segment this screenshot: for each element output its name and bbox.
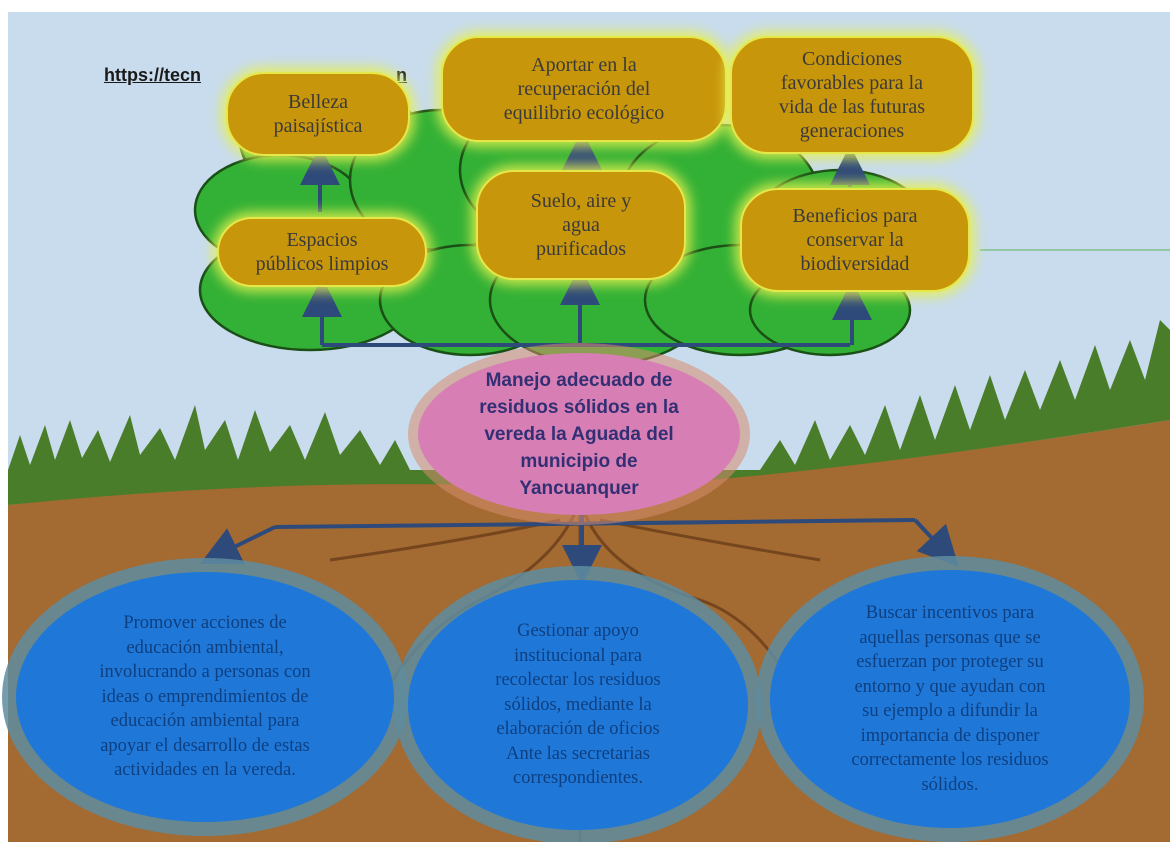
box-line: Ante las secretarias <box>506 743 650 764</box>
box-line: Gestionar apoyo <box>517 621 639 642</box>
box-buscar: Buscar incentivos para aquellas personas… <box>770 570 1130 828</box>
box-line: actividades en la vereda. <box>114 760 296 781</box>
box-line: su ejemplo a difundir la <box>862 701 1038 721</box>
box-line: esfuerzan por proteger su <box>856 652 1044 672</box>
source-url-label: https://tecn <box>104 65 201 86</box>
central-topic: Manejo adecuado de residuos sólidos en l… <box>418 353 740 515</box>
box-line: Espacios <box>286 229 358 251</box>
box-line: educación ambiental para <box>110 711 300 732</box>
center-line: vereda la Aguada del <box>484 423 674 445</box>
box-line: Condiciones <box>801 48 902 70</box>
box-line: Aportar en la <box>531 54 637 76</box>
box-line: biodiversidad <box>800 253 910 275</box>
center-line: municipio de <box>520 450 638 472</box>
box-line: Belleza <box>288 91 348 113</box>
url-text: https://tecn <box>104 65 201 85</box>
box-line: equilibrio ecológico <box>503 102 665 124</box>
box-line: involucrando a personas con <box>99 662 311 683</box>
box-line: Promover acciones de <box>123 613 287 634</box>
box-line: correspondientes. <box>513 768 643 789</box>
box-line: sólidos, mediante la <box>504 694 652 715</box>
box-line: Suelo, aire y <box>530 190 632 212</box>
box-line: aquellas personas que se <box>859 627 1041 648</box>
box-line: recolectar los residuos <box>495 670 661 691</box>
url-tail-text: n <box>396 65 407 85</box>
box-line: recuperación del <box>517 78 651 100</box>
center-line: Manejo adecuado de <box>485 369 673 391</box>
box-promover: Promover acciones de educación ambiental… <box>16 572 394 822</box>
box-line: vida de las futuras <box>778 96 926 118</box>
box-line: favorables para la <box>780 72 924 94</box>
box-line: purificados <box>536 238 626 260</box>
box-line: entorno y que ayudan con <box>854 676 1046 697</box>
url-tail: n <box>396 65 407 86</box>
arrows-bottom <box>200 505 959 585</box>
box-line: generaciones <box>799 120 905 142</box>
center-line: residuos sólidos en la <box>479 396 679 418</box>
box-line: ideas o emprendimientos de <box>101 686 309 707</box>
center-line: Yancuanquer <box>519 477 639 499</box>
box-line: paisajística <box>273 115 363 137</box>
box-line: Beneficios para <box>792 205 918 227</box>
box-line: educación ambiental, <box>126 637 284 658</box>
box-line: importancia de disponer <box>860 725 1040 746</box>
box-line: Buscar incentivos para <box>865 603 1035 623</box>
box-line: sólidos. <box>921 774 979 795</box>
box-line: elaboración de oficios <box>496 719 660 740</box>
box-gestionar: Gestionar apoyo institucional para recol… <box>408 580 748 830</box>
box-line: públicos limpios <box>255 253 389 275</box>
box-line: correctamente los residuos <box>851 750 1049 770</box>
box-line: apoyar el desarrollo de estas <box>100 735 310 756</box>
box-line: institucional para <box>514 645 642 666</box>
box-line: agua <box>562 214 600 236</box>
box-line: conservar la <box>806 229 904 251</box>
arrows-top <box>300 130 872 347</box>
grass <box>8 320 1170 505</box>
